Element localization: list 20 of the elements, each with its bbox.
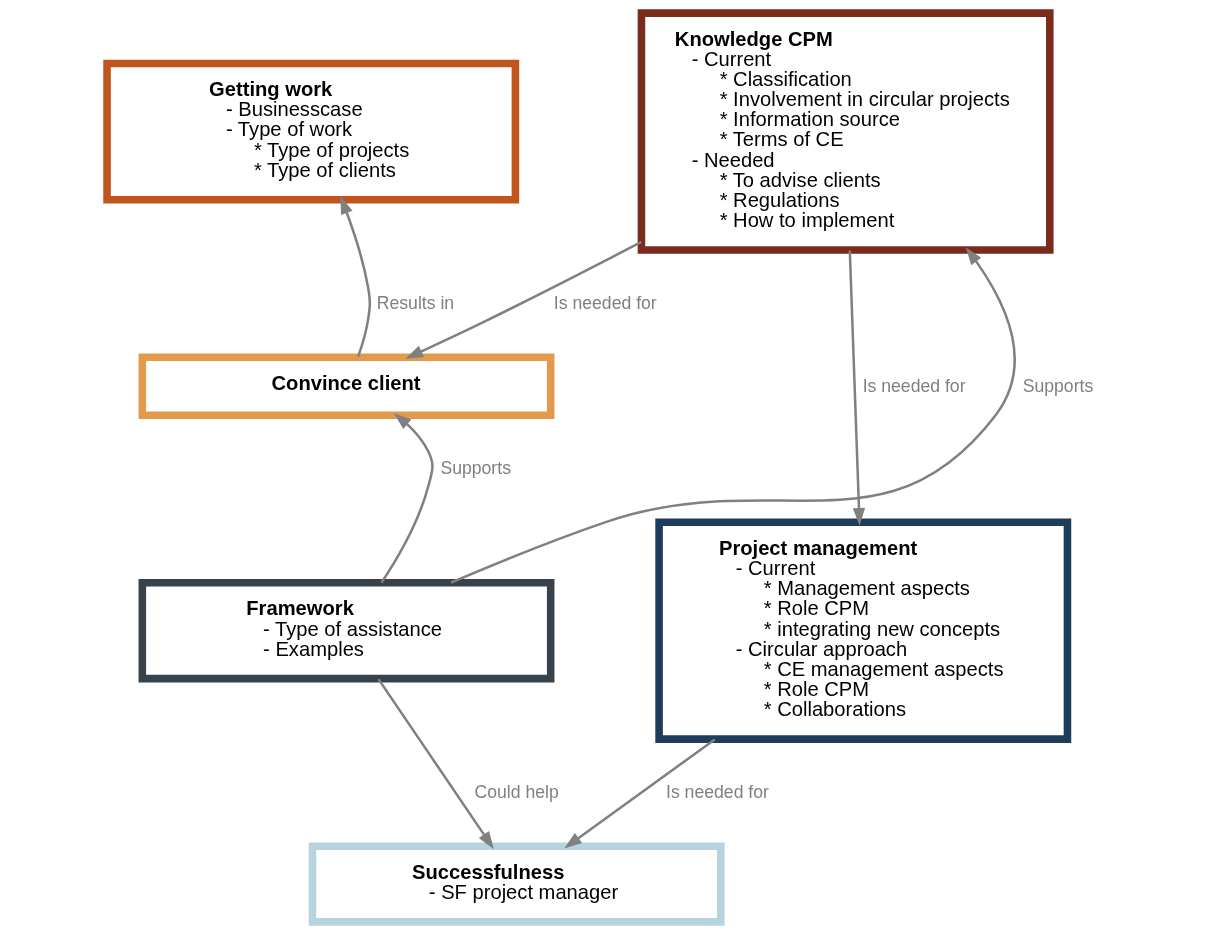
arrow xyxy=(848,250,865,526)
node-box: Project management - Current * Management aspects * Role CPM * integrating new concepts - Circular approach * CE management aspects * Role CPM * Collaborations xyxy=(654,518,1071,743)
node-box: Convince client xyxy=(138,353,554,419)
edge-label: Results in xyxy=(376,292,454,313)
arrow xyxy=(563,738,715,849)
arrow xyxy=(449,247,1016,584)
arrow xyxy=(339,196,371,358)
arrow xyxy=(376,678,494,850)
node-box: Framework - Type of assistance - Examples xyxy=(138,579,554,683)
edge-label: Is needed for xyxy=(553,292,657,313)
edge-label: Supports xyxy=(1022,375,1093,396)
edge-label: Is needed for xyxy=(665,781,769,802)
arrow xyxy=(379,412,434,584)
edge-label: Could help xyxy=(473,781,559,802)
node-box: Getting work - Businesscase - Type of work * Type of projects * Type of clients xyxy=(102,59,519,204)
node-box: Successfulness - SF project manager xyxy=(308,842,725,926)
arrow xyxy=(404,240,642,359)
node-box: Knowledge CPM - Current * Classification * Involvement in circular projects * Information source * Terms of CE - Needed * To advise clients * Regulations * How to implement xyxy=(637,9,1054,254)
edge-label: Supports xyxy=(439,458,511,479)
edge-label: Is needed for xyxy=(862,375,966,396)
